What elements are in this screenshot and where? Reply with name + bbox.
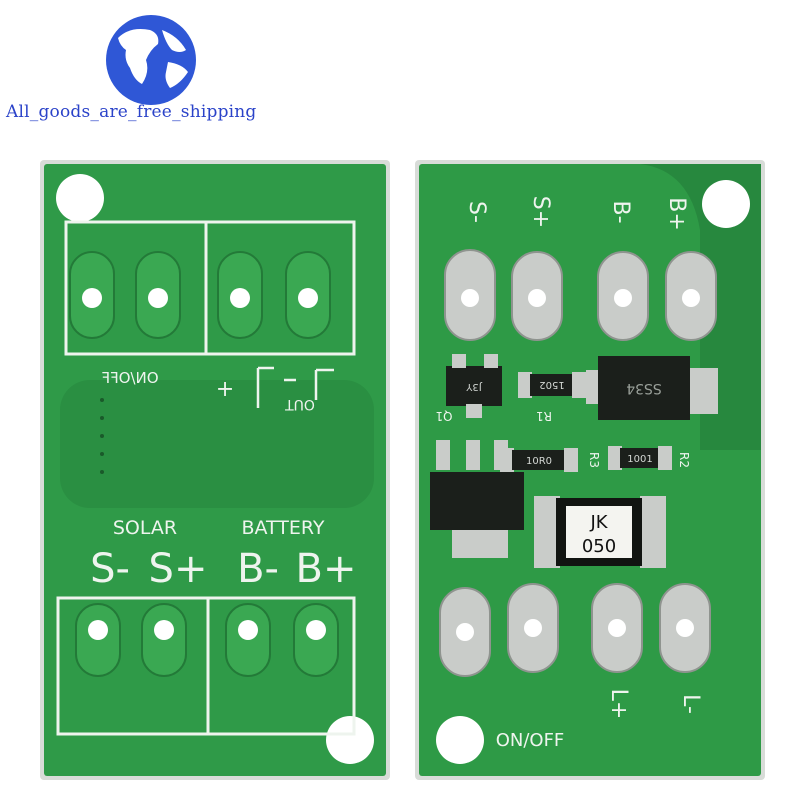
left-s-plus-label: S+ — [149, 546, 208, 592]
right-board: S- S+ B- B+ J3Y Q1 1502 R1 SS34 — [415, 160, 765, 780]
right-b-plus-label: B+ — [664, 197, 689, 231]
solar-label: SOLAR — [113, 517, 177, 539]
left-on-off-label: ON/OFF — [101, 369, 158, 387]
left-board: ON/OFF + OUT SOLAR BATTERY S- S+ B- B+ — [40, 160, 390, 780]
r2-code: 1001 — [627, 454, 652, 465]
right-on-off-label: ON/OFF — [496, 730, 565, 751]
l-plus-label: L+ — [606, 689, 631, 720]
right-b-minus-label: B- — [608, 200, 633, 223]
watermark-text: All_goods_are_free_shipping — [6, 102, 257, 122]
fuse-line1: JK — [589, 512, 608, 533]
battery-label: BATTERY — [241, 517, 324, 539]
left-plus-label: + — [216, 376, 234, 401]
left-b-plus-label: B+ — [296, 546, 357, 592]
r1-label: R1 — [536, 409, 552, 423]
left-s-minus-label: S- — [90, 546, 130, 592]
fuse-line2: 050 — [582, 536, 616, 557]
l-minus-label: L- — [678, 694, 703, 714]
q1-label: Q1 — [435, 409, 452, 423]
right-s-plus-label: S+ — [528, 196, 553, 228]
q1-code: J3Y — [465, 381, 482, 392]
r3-code: 10R0 — [526, 456, 552, 467]
left-b-minus-label: B- — [237, 546, 279, 592]
left-out-label: OUT — [285, 396, 315, 412]
r3-label: R3 — [587, 452, 601, 468]
globe-icon — [106, 15, 196, 105]
ss34-label: SS34 — [626, 380, 662, 396]
r1-code: 1502 — [539, 379, 564, 390]
right-s-minus-label: S- — [464, 201, 489, 223]
r2-label: R2 — [677, 452, 691, 468]
